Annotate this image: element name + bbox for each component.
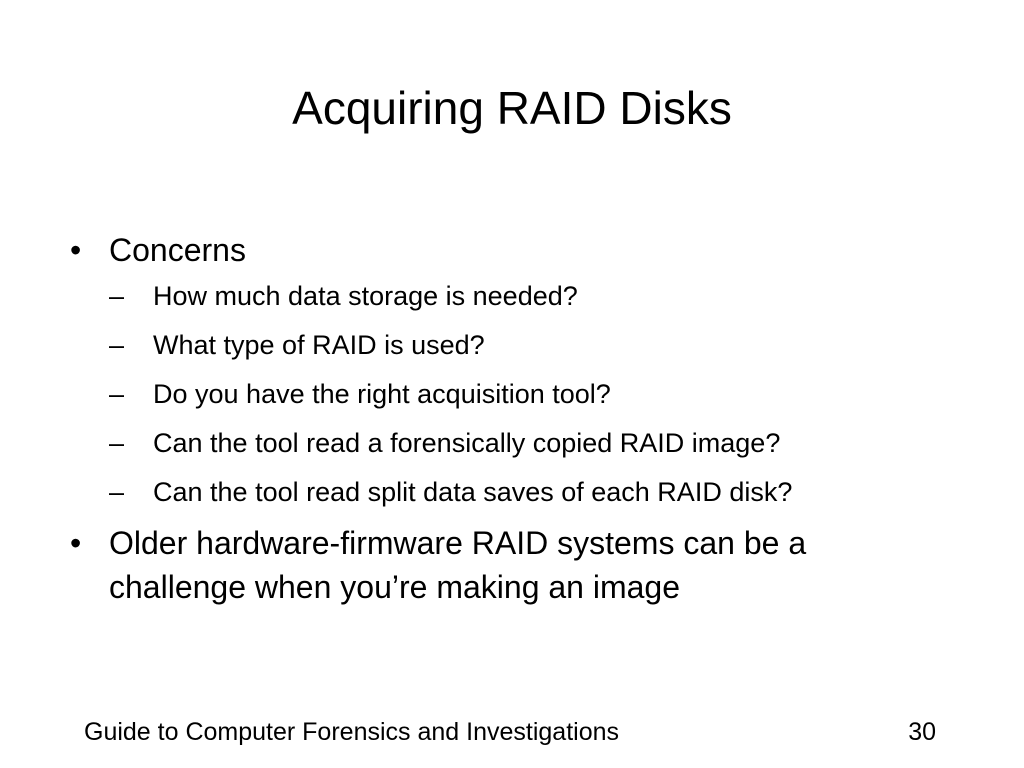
bullet-text: Older hardware-firmware RAID systems can… — [109, 525, 807, 605]
slide-title: Acquiring RAID Disks — [292, 82, 732, 134]
sub-bullet-marker: – — [109, 330, 125, 360]
sub-bullet-item: – Do you have the right acquisition tool… — [109, 374, 953, 414]
sub-bullet-marker: – — [109, 428, 125, 458]
sub-bullet-list: – How much data storage is needed? – Wha… — [109, 276, 968, 512]
sub-bullet-text: What type of RAID is used? — [153, 330, 485, 360]
sub-bullet-item: – What type of RAID is used? — [109, 325, 953, 365]
sub-bullet-text: Can the tool read split data saves of ea… — [153, 477, 793, 507]
bullet-text: Concerns — [109, 232, 246, 268]
bullet-marker: • — [70, 232, 82, 268]
sub-bullet-item: – How much data storage is needed? — [109, 276, 953, 316]
sub-bullet-text: Do you have the right acquisition tool? — [153, 379, 611, 409]
sub-bullet-text: Can the tool read a forensically copied … — [153, 428, 781, 458]
bullet-list: • Concerns – How much data storage is ne… — [68, 228, 968, 611]
sub-bullet-item: – Can the tool read split data saves of … — [109, 472, 873, 512]
bullet-marker: • — [70, 525, 82, 561]
sub-bullet-item: – Can the tool read a forensically copie… — [109, 423, 953, 463]
sub-bullet-marker: – — [109, 379, 125, 409]
footer-title: Guide to Computer Forensics and Investig… — [84, 718, 619, 746]
bullet-item-older-raid: • Older hardware-firmware RAID systems c… — [68, 521, 929, 609]
page-number: 30 — [908, 718, 936, 746]
sub-bullet-marker: – — [109, 477, 125, 507]
bullet-item-concerns: • Concerns – How much data storage is ne… — [68, 228, 968, 512]
sub-bullet-marker: – — [109, 281, 125, 311]
sub-bullet-text: How much data storage is needed? — [153, 281, 578, 311]
